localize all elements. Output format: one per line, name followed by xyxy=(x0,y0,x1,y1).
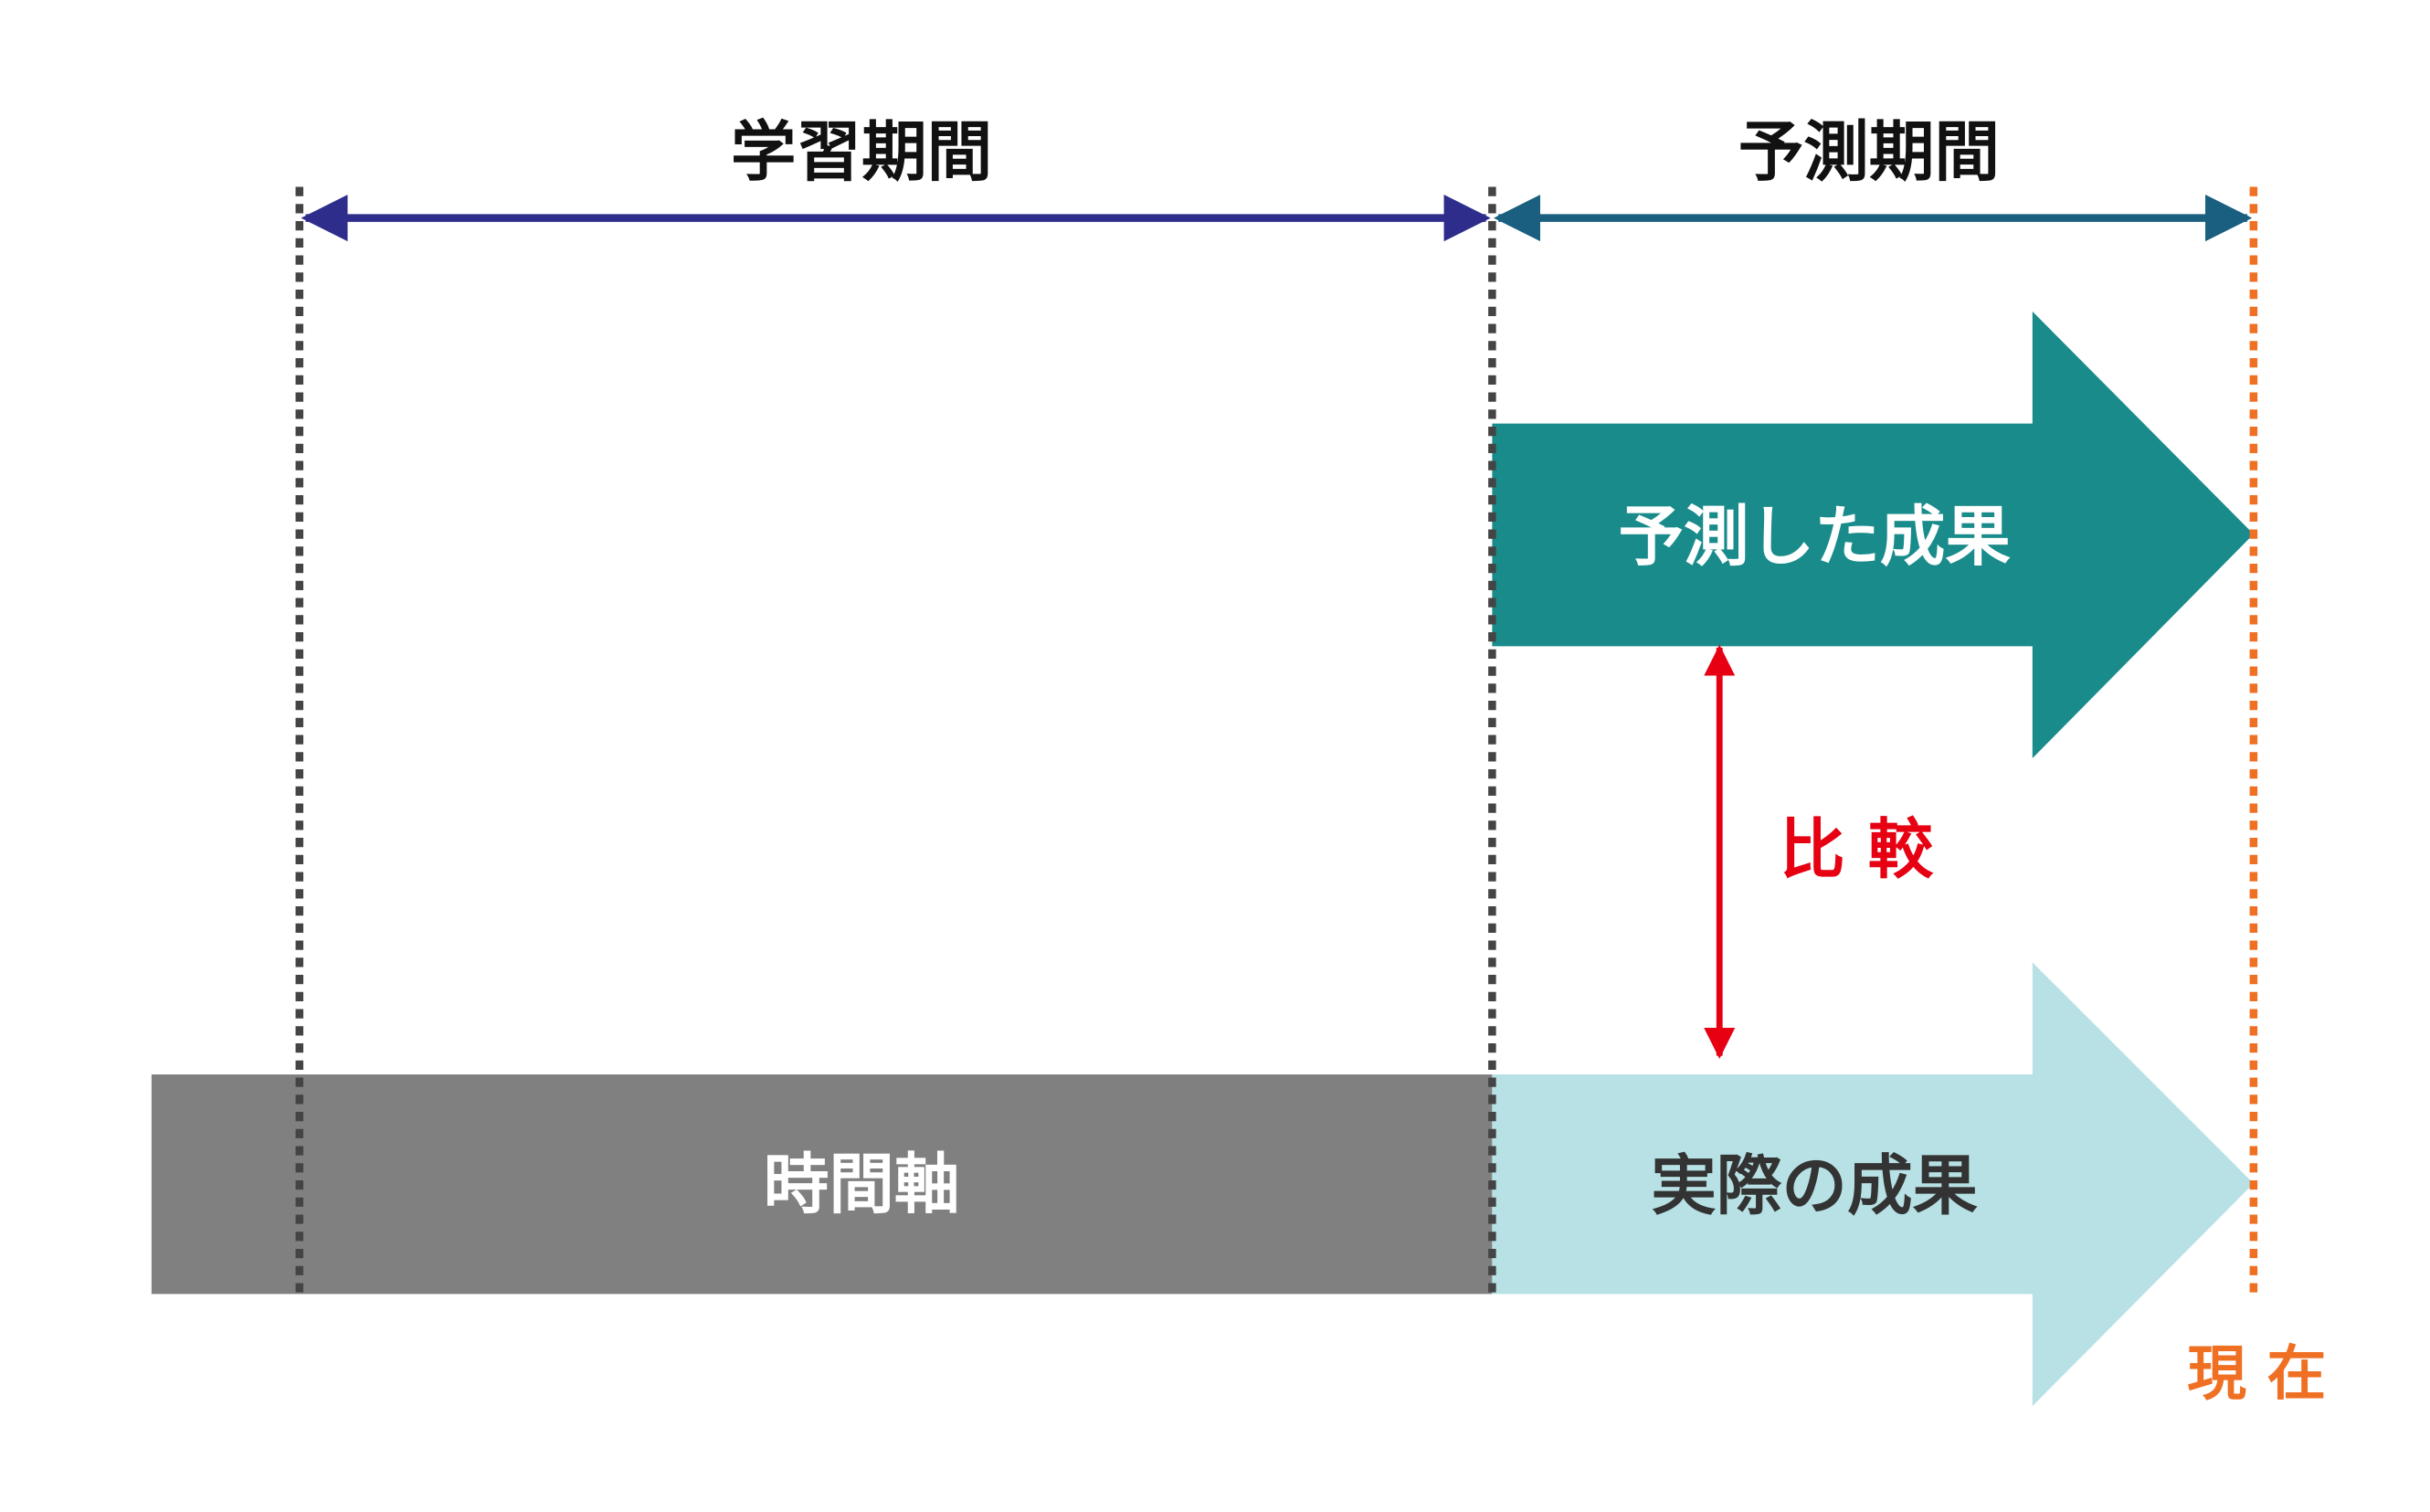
actual-result-label: 実際の成果 xyxy=(1651,1148,1978,1224)
predicted-result-arrow xyxy=(1492,311,2254,759)
predicted-result-label: 予測した成果 xyxy=(1618,499,2011,575)
training-period-label: 学習期間 xyxy=(731,114,992,190)
prediction-period-label: 予測期間 xyxy=(1738,114,2000,190)
actual-result-arrow xyxy=(1492,962,2254,1407)
time-axis-bar xyxy=(151,1074,1493,1295)
now-label: 現 在 xyxy=(2187,1339,2326,1408)
comparison-label: 比 較 xyxy=(1780,811,1933,887)
time-axis-label: 時間軸 xyxy=(764,1147,960,1222)
